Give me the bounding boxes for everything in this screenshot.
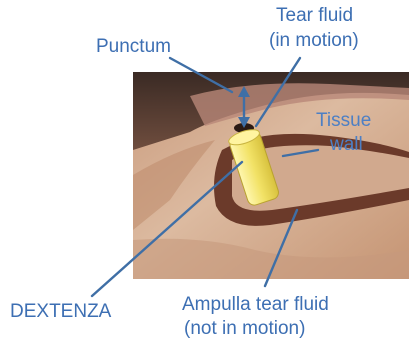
tissue-wall-label-line1: Tissue	[316, 110, 371, 132]
punctum-label: Punctum	[96, 36, 171, 58]
tissue-wall-label-line2: wall	[330, 134, 363, 156]
ampulla-label-line1: Ampulla tear fluid	[182, 294, 329, 316]
tear-fluid-label-line2: (in motion)	[269, 30, 359, 52]
ampulla-label-line2: (not in motion)	[184, 318, 305, 340]
tear-fluid-label-line1: Tear fluid	[276, 5, 353, 27]
dextenza-label: DEXTENZA	[10, 301, 111, 323]
